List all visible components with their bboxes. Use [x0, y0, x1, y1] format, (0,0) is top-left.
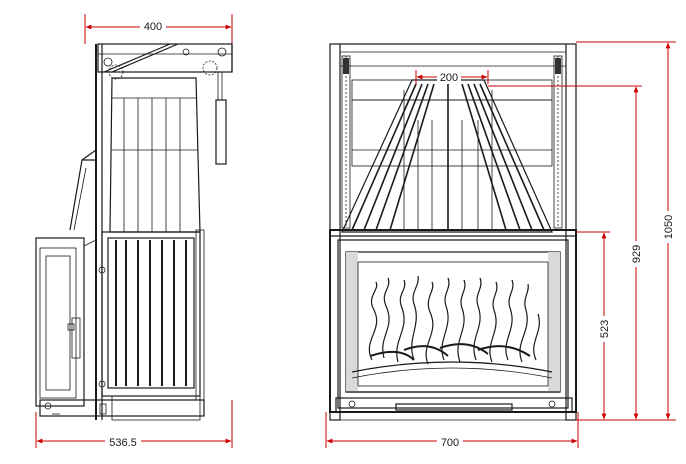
bolt-icon — [103, 57, 113, 67]
side-bottom-dimension-label: 536.5 — [109, 437, 137, 449]
side-base — [39, 399, 205, 417]
front-bottom-dimension-label: 700 — [441, 437, 459, 449]
front-base — [335, 397, 573, 413]
side-brace — [103, 43, 179, 73]
front-flue-dimension: 200 — [415, 70, 489, 84]
front-height-dimensions: 523 929 1050 — [488, 41, 676, 421]
front-total-height-label: 1050 — [663, 215, 675, 239]
side-top-dimension-label: 400 — [144, 21, 162, 33]
front-view: 200 — [325, 41, 676, 449]
front-bottom-dimension: 700 — [325, 412, 579, 449]
side-front-cladding — [35, 237, 85, 407]
side-bottom-dimension: 536.5 — [35, 400, 233, 449]
front-handle — [395, 403, 513, 411]
side-top-dimension: 400 — [84, 14, 233, 44]
right-chain — [553, 55, 563, 229]
front-flue-dimension-label: 200 — [440, 72, 458, 84]
log-grate — [369, 343, 531, 361]
flames — [368, 275, 540, 365]
handle — [71, 317, 81, 359]
firebox-opening — [345, 251, 561, 393]
front-opening-height-label: 523 — [599, 320, 611, 338]
front-mid-height-label: 929 — [631, 245, 643, 263]
bolt-icon — [217, 47, 227, 57]
front-hood — [341, 79, 553, 233]
gear-wheel-icon — [202, 60, 218, 76]
counterweight — [215, 99, 227, 165]
side-top-frame — [97, 43, 233, 73]
side-hood — [109, 77, 201, 233]
gear-wheel-icon — [108, 64, 124, 80]
left-chain — [341, 55, 351, 229]
side-view: 400 — [35, 14, 233, 449]
